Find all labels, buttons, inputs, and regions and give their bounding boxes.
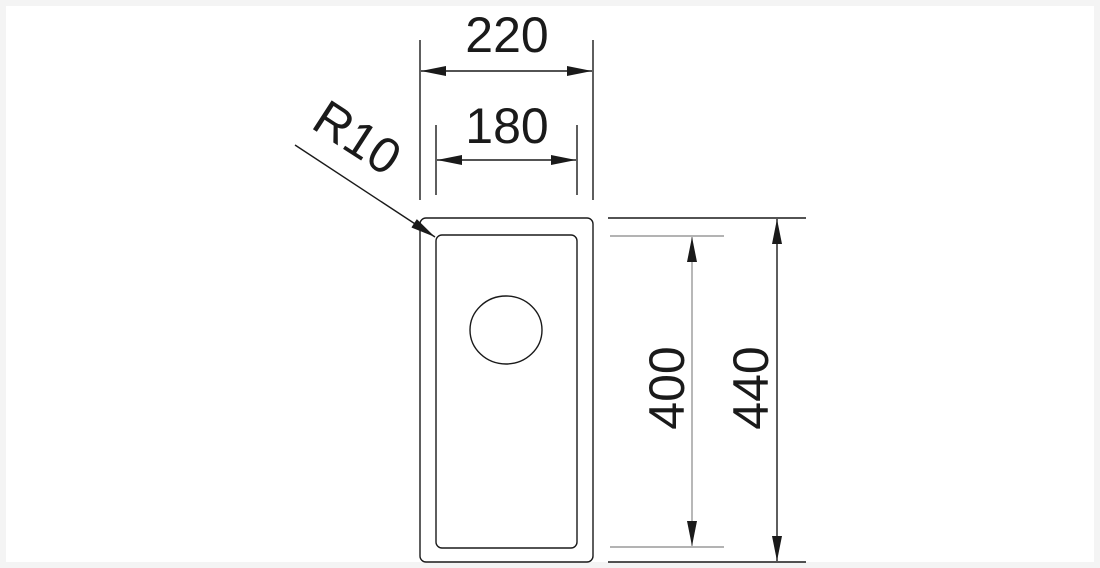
drawing-frame	[6, 6, 1094, 562]
label-180: 180	[465, 98, 548, 154]
leader-line-r10	[294, 144, 436, 238]
drain-hole	[469, 295, 543, 365]
bowl-inner-outline	[435, 234, 578, 549]
label-440: 440	[723, 346, 779, 429]
label-400: 400	[639, 346, 695, 429]
sink-outer-outline	[419, 217, 594, 563]
label-220: 220	[465, 7, 548, 63]
label-r10: R10	[304, 89, 411, 186]
